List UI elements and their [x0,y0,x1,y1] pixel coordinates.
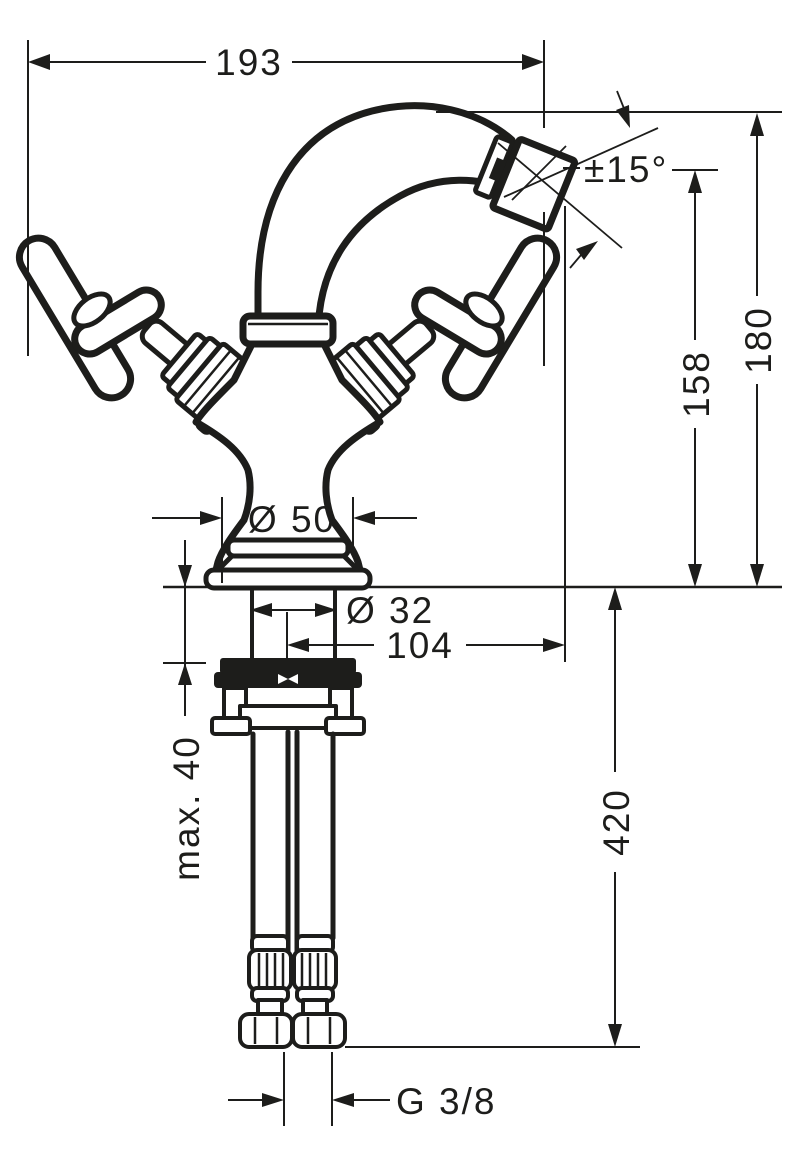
dim-spout-reach: 104 [286,206,566,666]
bracket-left-foot [210,716,252,736]
dim-spout-reach-label: 104 [386,625,454,666]
dim-max-deck-thickness-label: max. 40 [166,735,207,881]
dim-swivel-angle: ±15° [497,90,668,269]
dim-total-height-label: 180 [738,306,779,374]
dim-base-diameter-label: Ø 50 [248,499,336,540]
dim-base-diameter: Ø 50 [152,497,417,583]
dim-shank-diameter-label: Ø 32 [346,590,434,631]
base-washer [220,658,356,674]
dim-outlet-height: 158 [672,169,718,587]
spout-collar [239,312,337,348]
bracket-right-foot [324,716,366,736]
dim-max-deck-thickness: max. 40 [163,540,207,881]
left-handle-ring [71,291,113,329]
base-cushion [203,567,373,591]
right-handle-ring [463,291,505,329]
left-cross-handle [15,234,165,402]
dim-total-height: 180 [436,111,782,587]
hose-fitting [238,934,294,1049]
dim-swivel-angle-label: ±15° [584,149,668,190]
dim-overall-width-label: 193 [215,42,283,83]
dim-hose-length: 420 [345,587,640,1048]
connector-nut [238,1012,294,1049]
dim-hose-length-label: 420 [596,788,637,856]
bracket-plate [238,704,338,730]
dim-outlet-height-label: 158 [676,350,717,418]
dim-connection-thread-label: G 3/8 [396,1081,497,1122]
faucet-body-group [15,102,579,591]
dim-shank-diameter: Ø 32 [250,590,434,631]
dim-connection-thread: G 3/8 [228,1052,497,1126]
dimension-layer: 193 ±15° 180 [27,40,782,1126]
right-cross-handle [411,234,561,402]
dim-overall-width: 193 [27,40,545,366]
hose-fitting-right [291,934,347,1049]
below-deck-group [210,588,366,1049]
